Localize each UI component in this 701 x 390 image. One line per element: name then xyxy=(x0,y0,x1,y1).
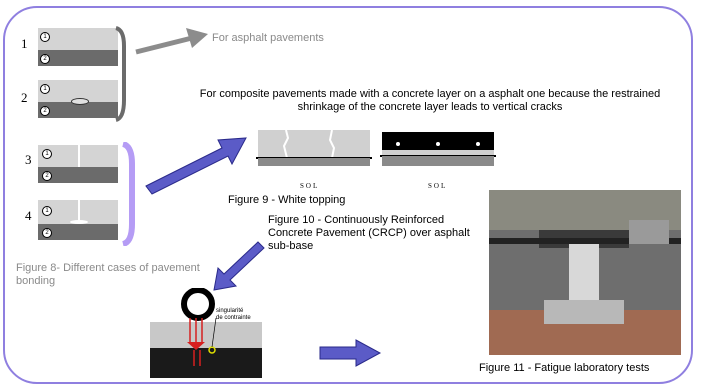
blue-arrow-up-right xyxy=(145,137,247,195)
layer-1-marker: 1 xyxy=(42,149,52,159)
stress-singularity-figure xyxy=(150,288,262,378)
figure-10-caption: Figure 10 - Continuously Reinforced Conc… xyxy=(268,214,470,252)
layer-2-marker: 2 xyxy=(42,171,52,181)
crcp-figure xyxy=(380,132,496,166)
bracket-cases-1-2 xyxy=(115,26,126,122)
bracket-cases-3-4 xyxy=(122,142,135,246)
case-4-panel: 1 2 xyxy=(38,200,118,240)
fatigue-test-photo xyxy=(489,190,681,355)
sol-label-1: SOL xyxy=(300,182,320,190)
layer-1-marker: 1 xyxy=(42,206,52,216)
case-number-3: 3 xyxy=(25,152,32,167)
singularity-label: singularité de contrainte xyxy=(216,308,251,322)
layer-1-marker: 1 xyxy=(40,32,50,42)
singularity-label-line-1: singularité xyxy=(216,308,244,314)
case-3-panel: 1 2 xyxy=(38,145,118,183)
white-topping-figure xyxy=(256,129,372,166)
case-number-2: 2 xyxy=(21,90,28,105)
figure-9-caption: Figure 9 - White topping xyxy=(228,194,346,206)
case-number-1: 1 xyxy=(21,36,28,51)
case-1-panel: 1 2 xyxy=(38,28,118,66)
layer-2-marker: 2 xyxy=(40,54,50,64)
case-number-4: 4 xyxy=(25,208,32,223)
asphalt-pavements-label: For asphalt pavements xyxy=(212,32,324,44)
layer-2-marker: 2 xyxy=(42,228,52,238)
case-2-panel: 1 2 xyxy=(38,80,118,118)
singularity-label-line-2: de contrainte xyxy=(216,315,251,321)
blue-arrow-down-left xyxy=(213,241,265,291)
layer-2-marker: 2 xyxy=(40,106,50,116)
composite-pavements-text: For composite pavements made with a conc… xyxy=(199,88,661,113)
figure-11-caption: Figure 11 - Fatigue laboratory tests xyxy=(479,362,650,374)
blue-arrow-right xyxy=(319,339,382,367)
figure-8-caption: Figure 8- Different cases of pavement bo… xyxy=(16,262,200,287)
gray-arrow-right xyxy=(135,28,208,55)
sol-label-2: SOL xyxy=(428,182,448,190)
layer-1-marker: 1 xyxy=(40,84,50,94)
rounded-frame xyxy=(3,6,693,384)
